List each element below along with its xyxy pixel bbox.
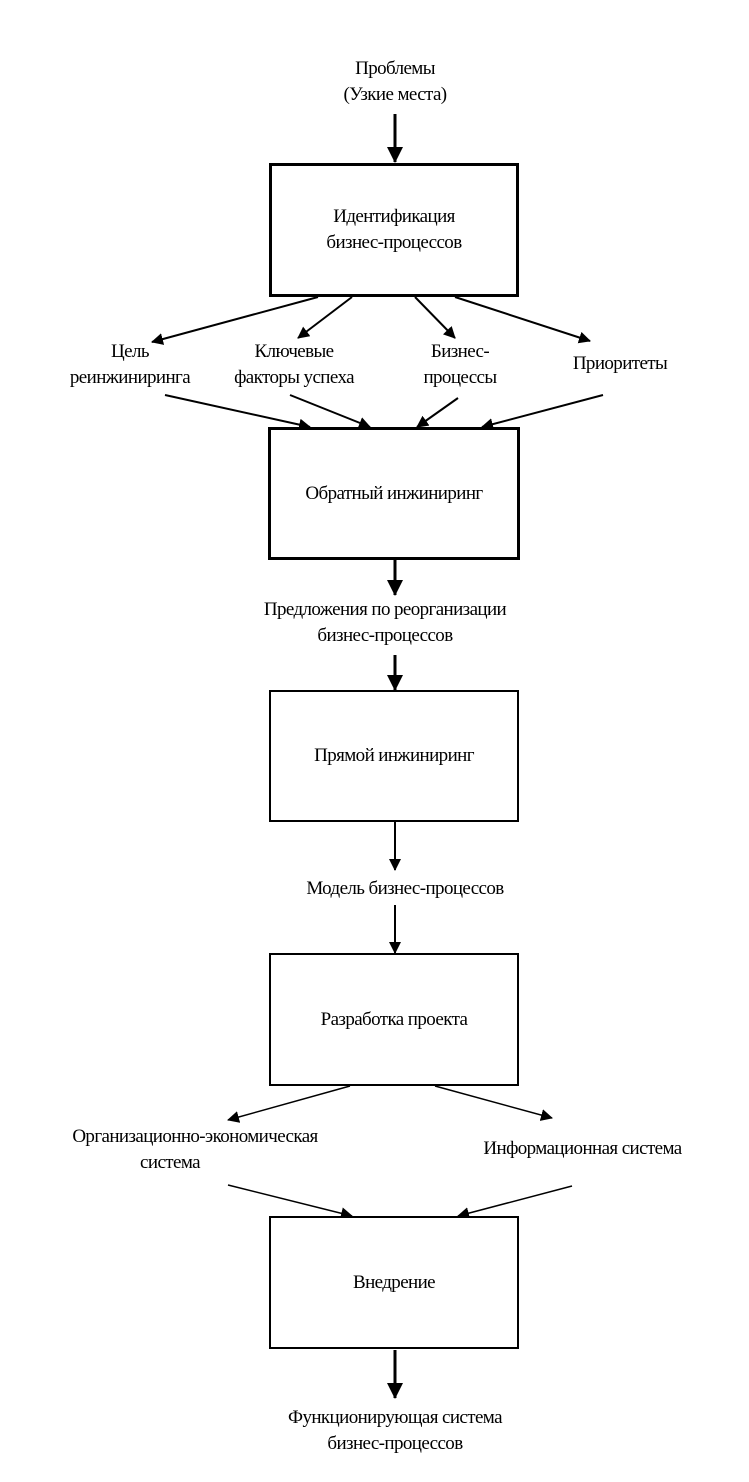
arrow-priorities-to-reverse	[481, 394, 604, 430]
arrow-to-priorities	[454, 296, 591, 344]
org-econ-system-label: Организационно-экономическая система	[20, 1124, 370, 1176]
proposals-line1: Предложения по реорганизации	[263, 599, 507, 620]
identification-line2: бизнес-процессов	[326, 232, 462, 253]
arrow-org-econ-to-implementation	[227, 1184, 353, 1220]
goal-line1: Цель	[111, 341, 150, 362]
implementation-label: Внедрение	[353, 1271, 436, 1293]
project-design-label: Разработка проекта	[320, 1008, 468, 1030]
identification-line1: Идентификация	[333, 206, 455, 227]
model-label: Модель бизнес-процессов	[235, 876, 575, 902]
project-design-box: Разработка проекта	[269, 953, 519, 1086]
org-econ-line1: Организационно-экономическая	[72, 1126, 318, 1147]
model-line1: Модель бизнес-процессов	[306, 878, 504, 899]
arrow-business-processes-to-reverse	[416, 397, 459, 428]
problems-line2: (Узкие места)	[343, 84, 447, 105]
arrow-goal-to-reverse	[164, 394, 311, 431]
business-processes-line2: процессы	[423, 367, 497, 388]
key-factors-line1: Ключевые	[254, 341, 335, 362]
result-line2: бизнес-процессов	[327, 1433, 463, 1454]
proposals-line2: бизнес-процессов	[317, 625, 453, 646]
implementation-box: Внедрение	[269, 1216, 519, 1349]
business-processes-label: Бизнес- процессы	[400, 339, 520, 391]
key-factors-label: Ключевые факторы успеха	[212, 339, 376, 391]
reverse-engineering-label: Обратный инжиниринг	[305, 482, 483, 504]
reverse-engineering-box: Обратный инжиниринг	[268, 427, 520, 560]
arrow-to-goal	[151, 296, 319, 345]
problems-line1: Проблемы	[355, 58, 435, 79]
arrow-design-to-org-econ	[227, 1085, 351, 1123]
arrow-info-system-to-implementation	[457, 1185, 573, 1220]
goal-label: Цель реинжиниринга	[50, 339, 210, 391]
key-factors-line2: факторы успеха	[234, 367, 354, 388]
arrow-to-business-processes	[414, 296, 456, 339]
problems-label: Проблемы (Узкие места)	[295, 56, 495, 108]
business-processes-line1: Бизнес-	[430, 341, 490, 362]
info-system-label: Информационная система	[440, 1136, 725, 1162]
proposals-label: Предложения по реорганизации бизнес-проц…	[205, 597, 565, 649]
forward-engineering-label: Прямой инжиниринг	[314, 745, 474, 766]
priorities-line1: Приоритеты	[572, 353, 668, 374]
result-line1: Функционирующая система	[288, 1407, 502, 1428]
info-system-line1: Информационная система	[483, 1138, 682, 1159]
identification-box: Идентификация бизнес-процессов	[269, 163, 519, 297]
priorities-label: Приоритеты	[550, 351, 690, 377]
org-econ-line2: система	[140, 1152, 201, 1173]
goal-line2: реинжиниринга	[69, 367, 191, 388]
result-label: Функционирующая система бизнес-процессов	[215, 1405, 575, 1457]
arrow-design-to-info-system	[434, 1085, 553, 1121]
arrow-key-factors-to-reverse	[289, 394, 371, 429]
forward-engineering-box: Прямой инжиниринг	[269, 690, 519, 822]
arrow-to-key-factors	[297, 296, 353, 339]
